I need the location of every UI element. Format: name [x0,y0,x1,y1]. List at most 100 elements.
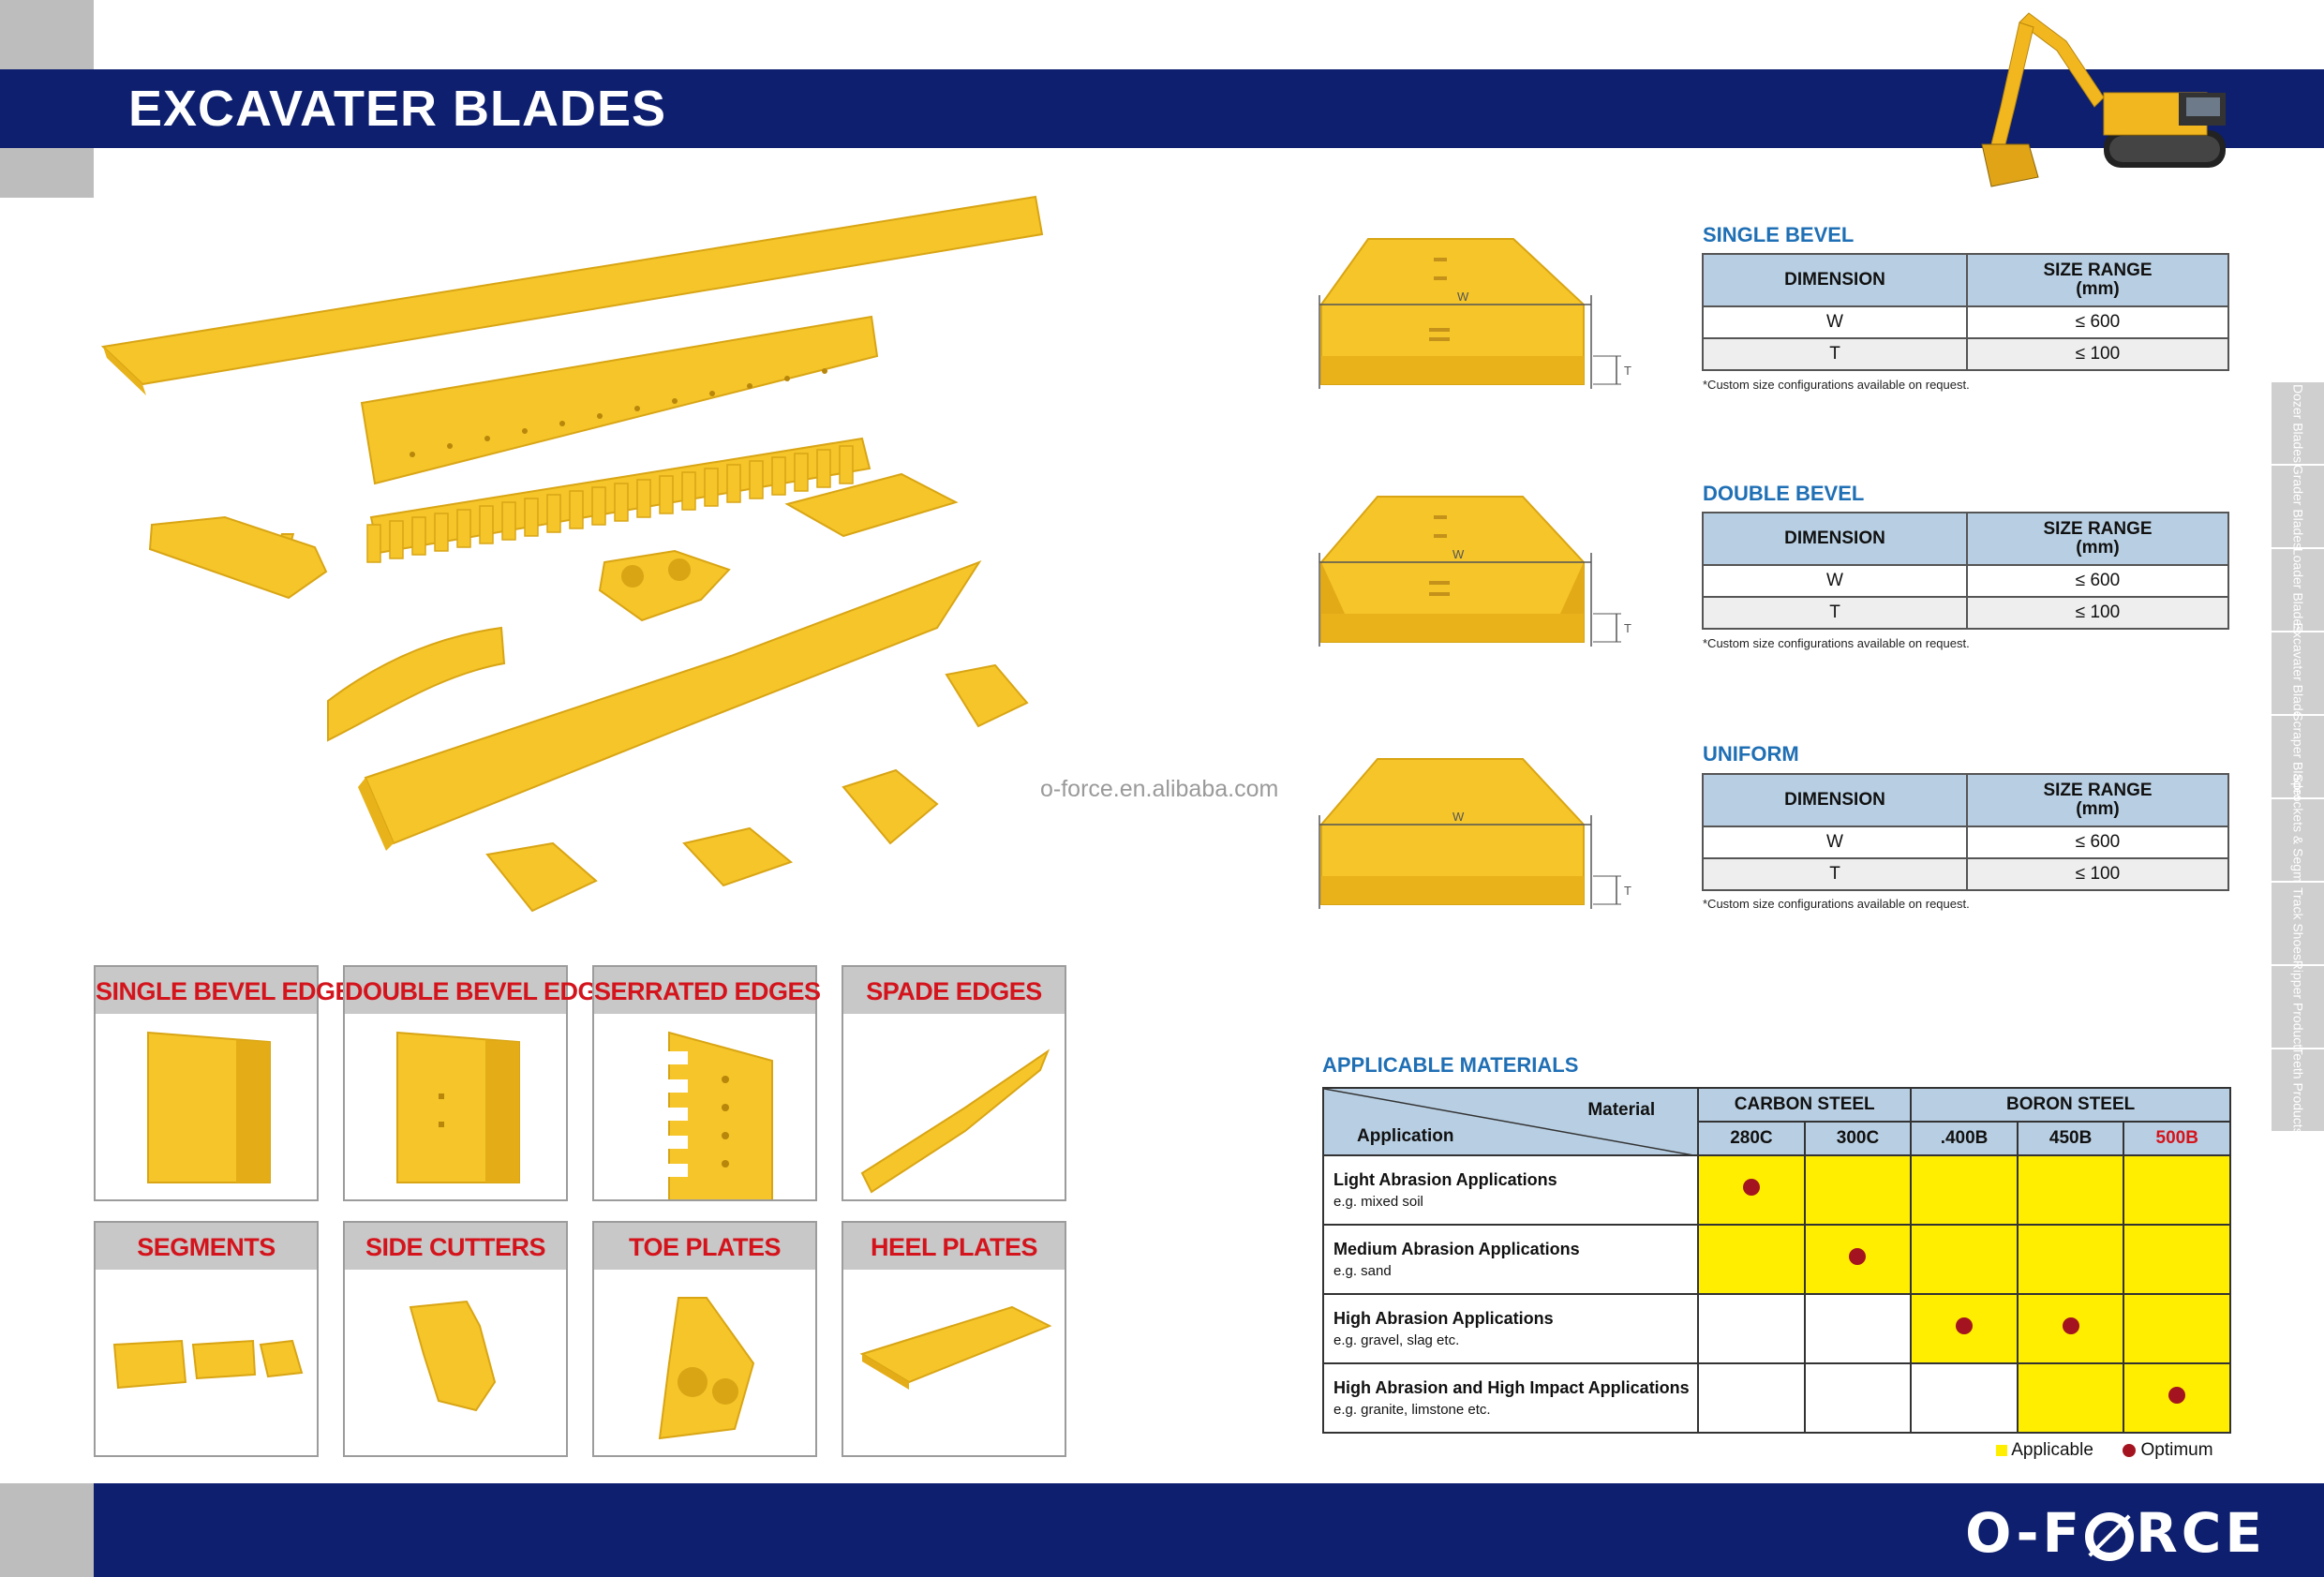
materials-table: Material Application CARBON STEEL BORON … [1321,1087,2231,1434]
spec-header-dimension: DIMENSION [1702,253,1968,307]
product-card-side-cutters[interactable]: SIDE CUTTERS [343,1221,568,1457]
side-tab-sprockets-segments[interactable]: Sprockets & Segments [2272,773,2324,907]
product-card-label: HEEL PLATES [843,1223,1065,1270]
side-tab-scraper-blades[interactable]: Scraper Blades [2272,712,2324,801]
product-card-heel-plates[interactable]: HEEL PLATES [842,1221,1066,1457]
carbon-steel-header: CARBON STEEL [1697,1087,1913,1123]
product-card-serrated-edges[interactable]: SERRATED EDGES [592,965,821,1201]
applicability-cell [2016,1293,2125,1364]
applicability-cell [1803,1154,1913,1226]
side-tab-excavater-blades[interactable]: Excavater Blades [2272,622,2324,724]
footer-gray-block [0,1483,94,1577]
grade-header: .400B [1910,1121,2019,1156]
grade-header: 300C [1803,1121,1913,1156]
materials-legend: Applicable Optimum [1996,1440,2213,1461]
product-card-single-bevel-edges[interactable]: SINGLE BEVEL EDGES [94,965,368,1201]
side-tab-track-shoes[interactable]: Track Shoes [2272,883,2324,966]
applicable-swatch [1996,1444,2007,1456]
spec-cell: W [1702,564,1968,598]
optimum-dot [1849,1248,1867,1265]
side-tabs: Dozer Blades Grader Blades Loader Blades… [2272,382,2324,1134]
single-bevel-diagram: W T [1318,238,1631,389]
side-cutter-image [409,1300,497,1412]
side-tab-teeth-products[interactable]: Teeth Products [2272,1047,2324,1134]
applicability-cell [2123,1293,2231,1364]
applicability-cell [1697,1293,1806,1364]
spec-cell: ≤ 600 [1966,305,2229,339]
applicability-cell [2123,1224,2231,1295]
serrated-edge-image [632,1031,773,1199]
spec-cell: ≤ 100 [1966,337,2229,371]
spec-cell: T [1702,596,1968,630]
dimension-t-label: T [1624,884,1631,898]
boron-steel-header: BORON STEEL [1910,1087,2231,1123]
spec-header-size-range: SIZE RANGE(mm) [1966,253,2229,307]
applicability-cell [1697,1154,1806,1226]
spec-cell: ≤ 600 [1966,564,2229,598]
product-card-toe-plates[interactable]: TOE PLATES [592,1221,817,1457]
toe-plate-image [658,1297,755,1440]
legend-optimum-label: Optimum [2140,1440,2213,1460]
legend-applicable-label: Applicable [2011,1440,2093,1460]
spec-cell: T [1702,337,1968,371]
section-title-applicable-materials: APPLICABLE MATERIALS [1322,1053,1579,1077]
dimension-w-label: W [1452,810,1465,824]
applicability-cell [2016,1154,2125,1226]
custom-size-note: *Custom size configurations available on… [1703,897,1970,911]
side-tab-ripper-products[interactable]: Ripper Products [2272,960,2324,1054]
optimum-dot [1956,1317,1974,1334]
spec-cell: T [1702,857,1968,891]
page-title: EXCAVATER BLADES [128,81,667,137]
product-card-segments[interactable]: SEGMENTS [94,1221,319,1457]
header-band [0,69,2324,148]
product-group-illustration [100,195,1044,913]
section-title-double-bevel: DOUBLE BEVEL [1703,482,1865,505]
applicability-cell [1910,1293,2019,1364]
dimension-w-label: W [1452,547,1465,561]
double-bevel-diagram: W T [1318,496,1631,647]
product-card-double-bevel-edges[interactable]: DOUBLE BEVEL EDGES [343,965,631,1201]
applicability-cell [1910,1224,2019,1295]
spec-cell: ≤ 600 [1966,826,2229,859]
footer-band [94,1483,2324,1577]
dimension-w-label: W [1457,290,1469,304]
segments-image [112,1339,304,1390]
applicability-cell [1803,1224,1913,1295]
product-card-label: SIDE CUTTERS [345,1223,566,1270]
optimum-dot [2168,1387,2186,1404]
applicability-cell [1697,1362,1806,1434]
spec-header-size-range: SIZE RANGE(mm) [1966,512,2229,566]
excavator-illustration [1981,12,2226,187]
dimension-t-label: T [1624,364,1631,378]
product-card-spade-edges[interactable]: SPADE EDGES [842,965,1066,1201]
section-title-uniform: UNIFORM [1703,742,1799,766]
side-tab-grader-blades[interactable]: Grader Blades [2272,464,2324,549]
applicability-cell [1803,1293,1913,1364]
application-cell: High Abrasion and High Impact Applicatio… [1321,1362,1700,1434]
applicability-cell [2123,1154,2231,1226]
uniform-diagram: W T [1318,758,1631,909]
applicability-cell [2123,1362,2231,1434]
dimension-t-label: T [1624,621,1631,635]
materials-corner-header: Material Application [1321,1087,1700,1156]
custom-size-note: *Custom size configurations available on… [1703,378,1970,392]
section-title-single-bevel: SINGLE BEVEL [1703,223,1855,246]
side-tab-dozer-blades[interactable]: Dozer Blades [2272,382,2324,466]
applicability-cell [2016,1224,2125,1295]
product-card-label: TOE PLATES [594,1223,815,1270]
single-bevel-edge-image [147,1031,271,1183]
spec-header-dimension: DIMENSION [1702,512,1968,566]
grade-header: 500B [2123,1121,2231,1156]
side-tab-loader-blades[interactable]: Loader Blades [2272,547,2324,632]
watermark-text: o-force.en.alibaba.com [1040,776,1279,802]
logo-ring-icon [2085,1511,2135,1561]
optimum-dot [1742,1179,1760,1196]
applicability-cell [1803,1362,1913,1434]
heel-plate-image [859,1305,1052,1390]
